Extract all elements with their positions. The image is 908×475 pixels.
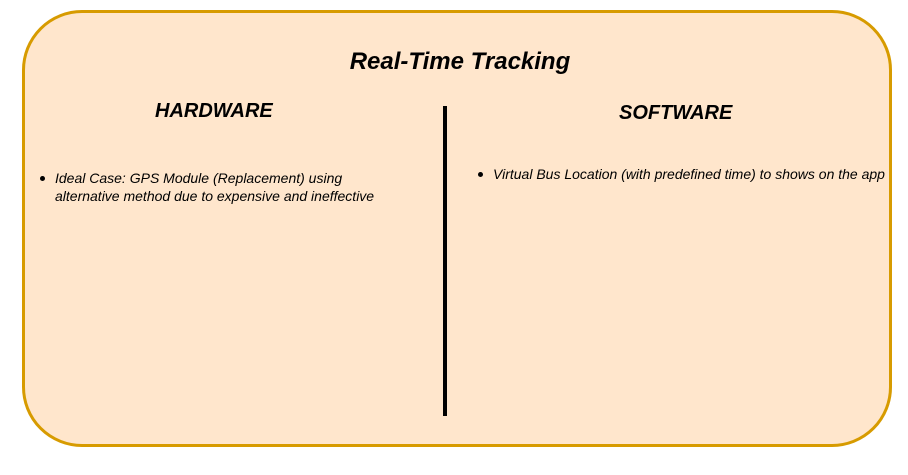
- bullet-icon: [40, 176, 45, 181]
- list-item: Ideal Case: GPS Module (Replacement) usi…: [40, 169, 400, 205]
- diagram-title: Real-Time Tracking: [349, 48, 571, 75]
- list-item: Virtual Bus Location (with predefined ti…: [478, 165, 892, 183]
- hardware-item-text: Ideal Case: GPS Module (Replacement) usi…: [55, 170, 375, 204]
- software-heading: SOFTWARE: [619, 102, 733, 124]
- column-divider: [443, 106, 447, 416]
- diagram-card: [22, 10, 892, 447]
- hardware-list: Ideal Case: GPS Module (Replacement) usi…: [40, 169, 400, 205]
- software-item-text: Virtual Bus Location (with predefined ti…: [493, 166, 885, 182]
- bullet-icon: [478, 172, 483, 177]
- hardware-heading: HARDWARE: [155, 100, 273, 122]
- software-list: Virtual Bus Location (with predefined ti…: [478, 165, 892, 183]
